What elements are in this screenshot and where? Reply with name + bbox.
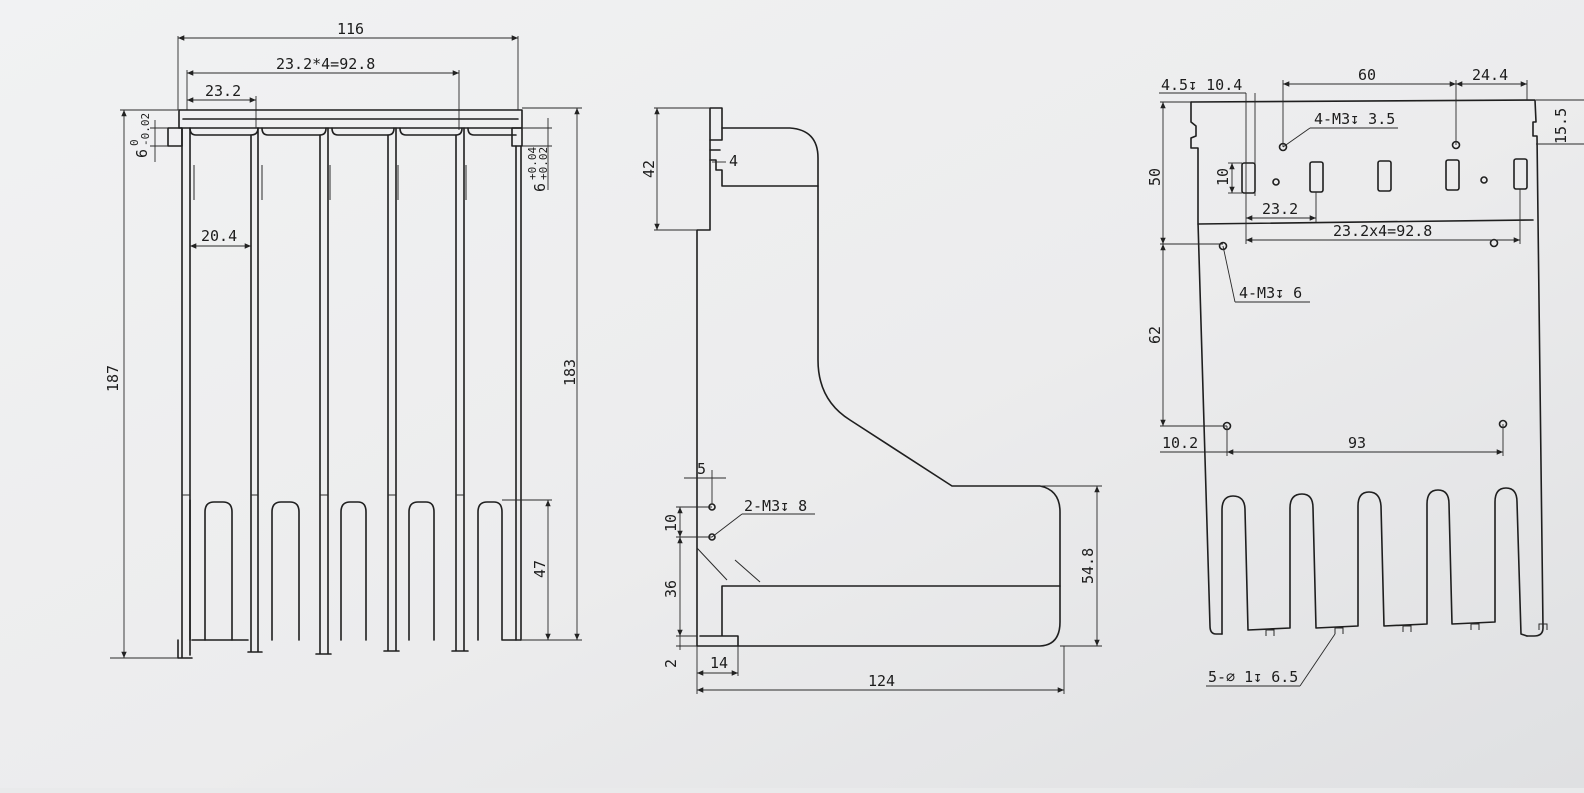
tol-left-lower: -0.02 (139, 113, 152, 146)
dim-height-2: 2 (662, 659, 680, 668)
dim-span-60: 60 (1358, 66, 1376, 84)
dim-top-height: 42 (640, 160, 658, 178)
front-dimensions: 116 23.2*4=92.8 23.2 20.4 187 183 47 (104, 20, 582, 659)
front-bottom-slots (182, 494, 522, 641)
dim-h62: 62 (1146, 326, 1164, 344)
dim-foot: 14 (710, 654, 728, 672)
tol-right-lower: +0.02 (537, 147, 550, 180)
right-bottom-fingers (1221, 487, 1548, 637)
dim-pitch: 23.2 (205, 82, 241, 100)
side-view: 42 4 5 10 2-M3↧ 8 36 2 14 (640, 107, 1102, 694)
tol-right-value: 6 (531, 183, 549, 192)
dim-length: 124 (868, 672, 895, 690)
side-outline (696, 107, 1061, 647)
tol-right-upper: +0.04 (526, 147, 539, 180)
dim-height-body: 183 (561, 359, 579, 386)
front-view: 116 23.2*4=92.8 23.2 20.4 187 183 47 (104, 20, 582, 659)
right-holes-top: 4-M3↧ 3.5 (1314, 110, 1395, 128)
dim-right-pitch: 23.2 (1262, 200, 1298, 218)
side-hole-callout: 2-M3↧ 8 (744, 497, 807, 515)
dim-right-pitch-total: 23.2x4=92.8 (1333, 222, 1432, 240)
front-fins (177, 127, 522, 659)
right-holes-bottom: 5-∅ 1↧ 6.5 (1208, 668, 1298, 686)
right-top-callout: 4.5↧ 10.4 (1161, 76, 1242, 94)
dim-edge-15: 15.5 (1552, 108, 1570, 144)
tol-left-upper: 0 (128, 139, 141, 146)
dim-hole-offset: 5 (697, 460, 706, 478)
dim-pitch-total: 23.2*4=92.8 (276, 55, 375, 73)
right-view: 4.5↧ 10.4 60 24.4 15.5 4-M3↧ 3.5 50 10 (1146, 66, 1584, 687)
dim-slot-width: 20.4 (201, 227, 237, 245)
dim-height-36: 36 (662, 580, 680, 598)
side-dimensions: 42 4 5 10 2-M3↧ 8 36 2 14 (640, 107, 1102, 694)
dim-hole-spacing: 10 (662, 514, 680, 532)
dim-span-24: 24.4 (1472, 66, 1508, 84)
dim-width-total: 116 (337, 20, 364, 38)
dim-step: 4 (729, 152, 738, 170)
right-holes-mid: 4-M3↧ 6 (1239, 284, 1302, 302)
dim-slot-depth: 47 (531, 560, 549, 578)
dim-span-93: 93 (1348, 434, 1366, 452)
dim-foot-height: 54.8 (1079, 548, 1097, 584)
dim-slot-h: 10 (1214, 168, 1232, 186)
right-outline (1190, 99, 1544, 637)
dim-offset-10: 10.2 (1162, 434, 1198, 452)
right-dimensions: 4.5↧ 10.4 60 24.4 15.5 4-M3↧ 3.5 50 10 (1146, 66, 1584, 687)
tol-left-value: 6 (133, 149, 151, 158)
dim-h50: 50 (1146, 168, 1164, 186)
dim-height-total: 187 (104, 365, 122, 392)
